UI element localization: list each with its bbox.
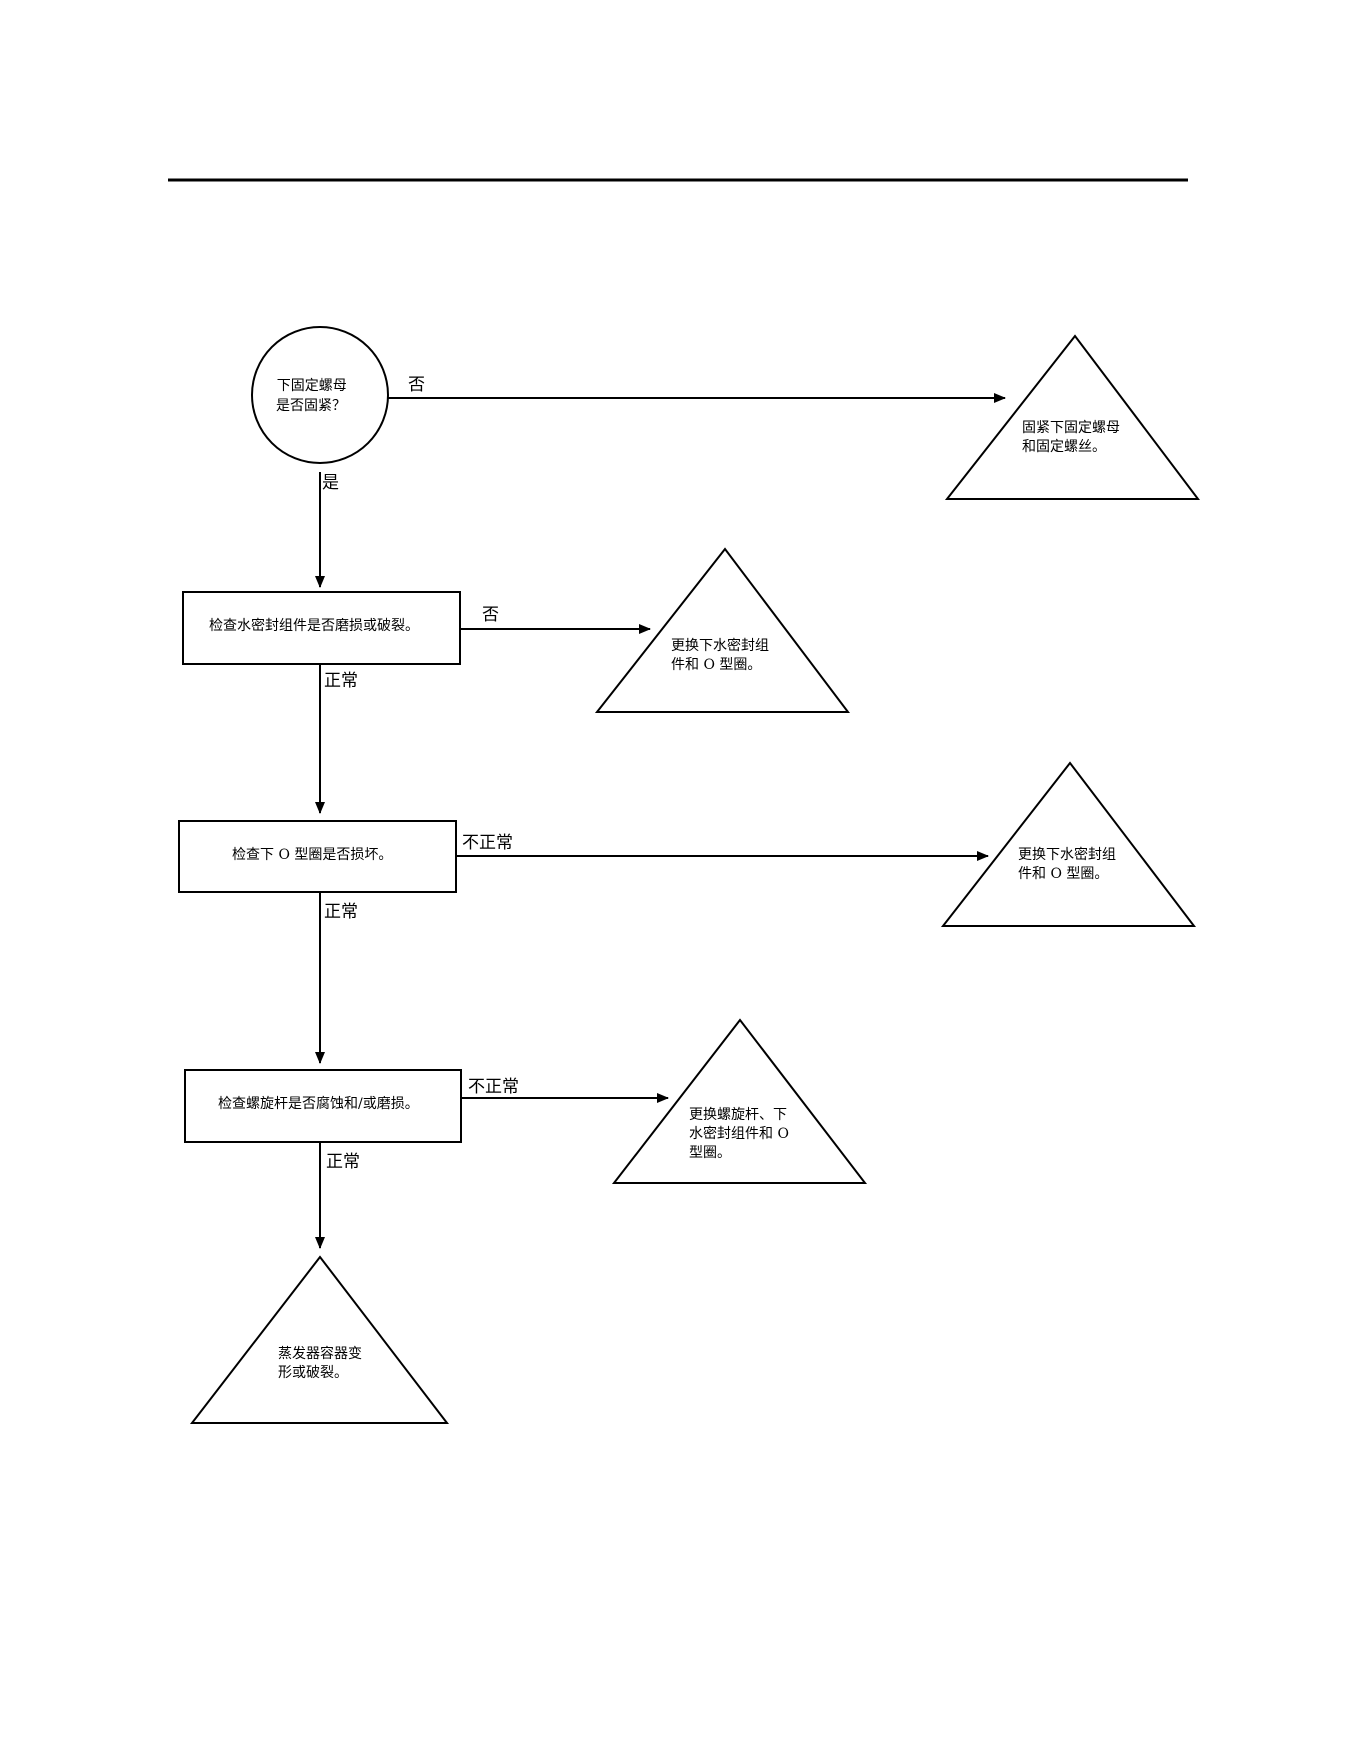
action-tighten-nut-line-1: 固紧下固定螺母 (1022, 420, 1120, 436)
action-replace-screw-line-1: 更换螺旋杆、下 (689, 1106, 787, 1123)
decision-nut-tight-line-2: 是否固紧？ (276, 398, 346, 414)
action-replace-seal-1-line-2: 件和 O 型圈。 (671, 657, 761, 673)
check-o-ring-label: 检查下 O 型圈是否损坏。 (232, 847, 392, 863)
action-replace-screw-line-3: 型圈。 (689, 1145, 731, 1161)
action-replace-screw-line-2: 水密封组件和 O (689, 1125, 789, 1142)
action-replace-seal-2-line-2: 件和 O 型圈。 (1018, 866, 1108, 882)
action-evaporator-line-2: 形或破裂。 (278, 1365, 348, 1381)
edge-label-normal-1: 正常 (324, 671, 358, 691)
action-tighten-nut-line-2: 和固定螺丝。 (1022, 439, 1106, 455)
action-replace-seal-1: 更换下水密封组 件和 O 型圈。 (597, 549, 848, 712)
action-replace-seal-2-line-1: 更换下水密封组 (1018, 846, 1116, 863)
edge-label-yes-1: 是 (322, 473, 339, 493)
edge-label-no-1: 否 (408, 375, 425, 395)
edge-label-abnormal-2: 不正常 (468, 1077, 519, 1097)
action-evaporator-line-1: 蒸发器容器变 (278, 1345, 362, 1362)
check-water-seal-label: 检查水密封组件是否磨损或破裂。 (209, 617, 419, 634)
edge-label-normal-3: 正常 (326, 1152, 360, 1172)
action-replace-seal-1-line-1: 更换下水密封组 (671, 637, 769, 654)
check-o-ring: 检查下 O 型圈是否损坏。 (179, 821, 456, 892)
decision-nut-tight: 下固定螺母 是否固紧？ (252, 327, 388, 463)
check-screw-rod: 检查螺旋杆是否腐蚀和/或磨损。 (185, 1070, 461, 1142)
edge-label-no-2: 否 (482, 605, 499, 625)
decision-nut-tight-line-1: 下固定螺母 (277, 378, 347, 394)
check-water-seal: 检查水密封组件是否磨损或破裂。 (183, 592, 460, 664)
action-replace-screw: 更换螺旋杆、下 水密封组件和 O 型圈。 (614, 1020, 865, 1183)
check-screw-rod-label: 检查螺旋杆是否腐蚀和/或磨损。 (218, 1095, 419, 1112)
action-replace-seal-2: 更换下水密封组 件和 O 型圈。 (943, 763, 1194, 926)
edge-label-abnormal-1: 不正常 (462, 833, 513, 853)
action-evaporator-deformed: 蒸发器容器变 形或破裂。 (192, 1257, 447, 1423)
edge-label-normal-2: 正常 (324, 902, 358, 922)
action-tighten-nut: 固紧下固定螺母 和固定螺丝。 (947, 336, 1198, 499)
